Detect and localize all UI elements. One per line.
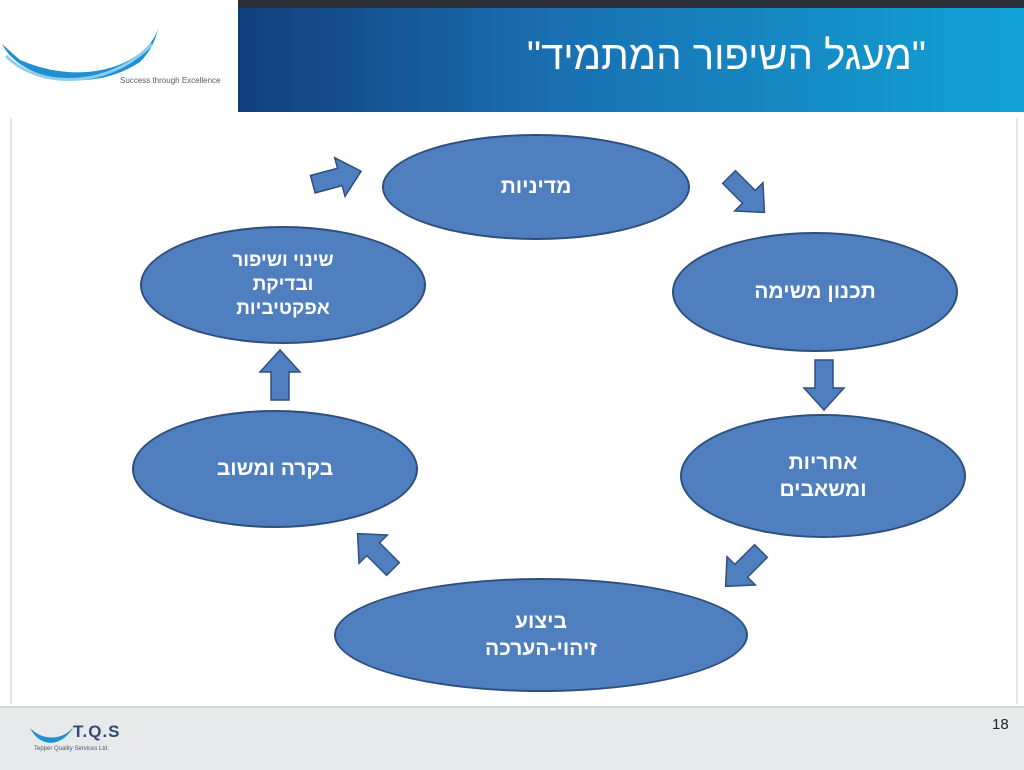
node-control-feedback: בקרה ומשוב [132, 410, 418, 528]
node-change-improvement: שינוי ושיפור ובדיקת אפקטיביות [140, 226, 426, 344]
arrow-responsibility-to-execution-icon [724, 543, 769, 588]
slide-header: Success through Excellence "מעגל השיפור … [0, 0, 1024, 112]
slide-title: "מעגל השיפור המתמיד" [526, 34, 926, 78]
tqs-logo-text: T.Q.S [73, 722, 121, 741]
node-responsibility-resources: אחריות ומשאבים [680, 414, 966, 538]
page-number: 18 [992, 716, 1009, 733]
node-task-planning: תכנון משימה [672, 232, 958, 352]
node-policy: מדיניות [382, 134, 690, 240]
node-execution-identification: ביצוע זיהוי-הערכה [334, 578, 748, 692]
tqs-swoosh-icon [30, 726, 74, 743]
logo-tagline: Success through Excellence [120, 76, 221, 85]
title-bar [238, 0, 1024, 112]
arrow-control-to-change-icon [258, 348, 302, 401]
arrow-change-to-policy-icon [309, 156, 363, 199]
arrow-planning-to-responsibility-icon [802, 359, 846, 412]
title-top-line [238, 0, 1024, 8]
swoosh-logo-icon [2, 28, 158, 81]
arrow-policy-to-planning-icon [721, 169, 766, 214]
arrow-execution-to-control-icon [356, 532, 401, 577]
company-logo: Success through Excellence [0, 0, 238, 112]
slide-footer [0, 706, 1024, 770]
tqs-logo-subtitle: Tepper Quality Services Ltd. [34, 746, 110, 752]
